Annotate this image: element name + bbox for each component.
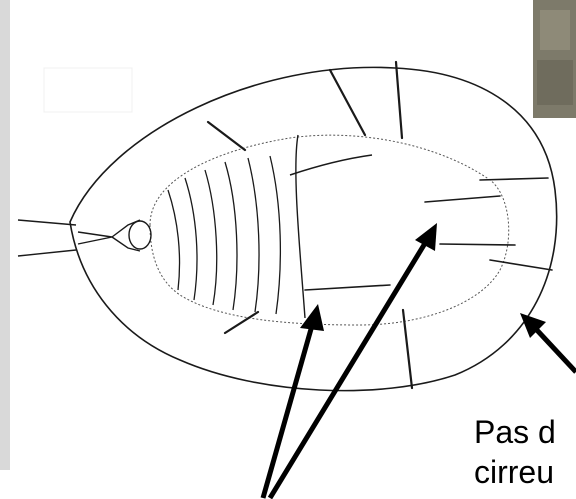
arrow-head-right — [415, 223, 437, 251]
arrow-shaft-margin — [535, 328, 576, 372]
outer-body-outline — [70, 67, 557, 390]
anal-setae — [18, 220, 76, 256]
arrow-shaft-right — [270, 240, 427, 498]
caption-line-2: cirreu — [474, 452, 556, 492]
thorax-right-line — [290, 155, 372, 175]
anal-ring — [78, 220, 151, 251]
caption-line-1: Pas d — [474, 412, 556, 452]
photo-border-strip — [0, 0, 10, 470]
photo-thumbnail — [533, 0, 576, 118]
caption-text: Pas d cirreu — [474, 412, 556, 492]
abdominal-segments — [168, 156, 280, 314]
segment-boundary-line — [296, 135, 305, 318]
paper-blank-patch — [44, 68, 132, 112]
